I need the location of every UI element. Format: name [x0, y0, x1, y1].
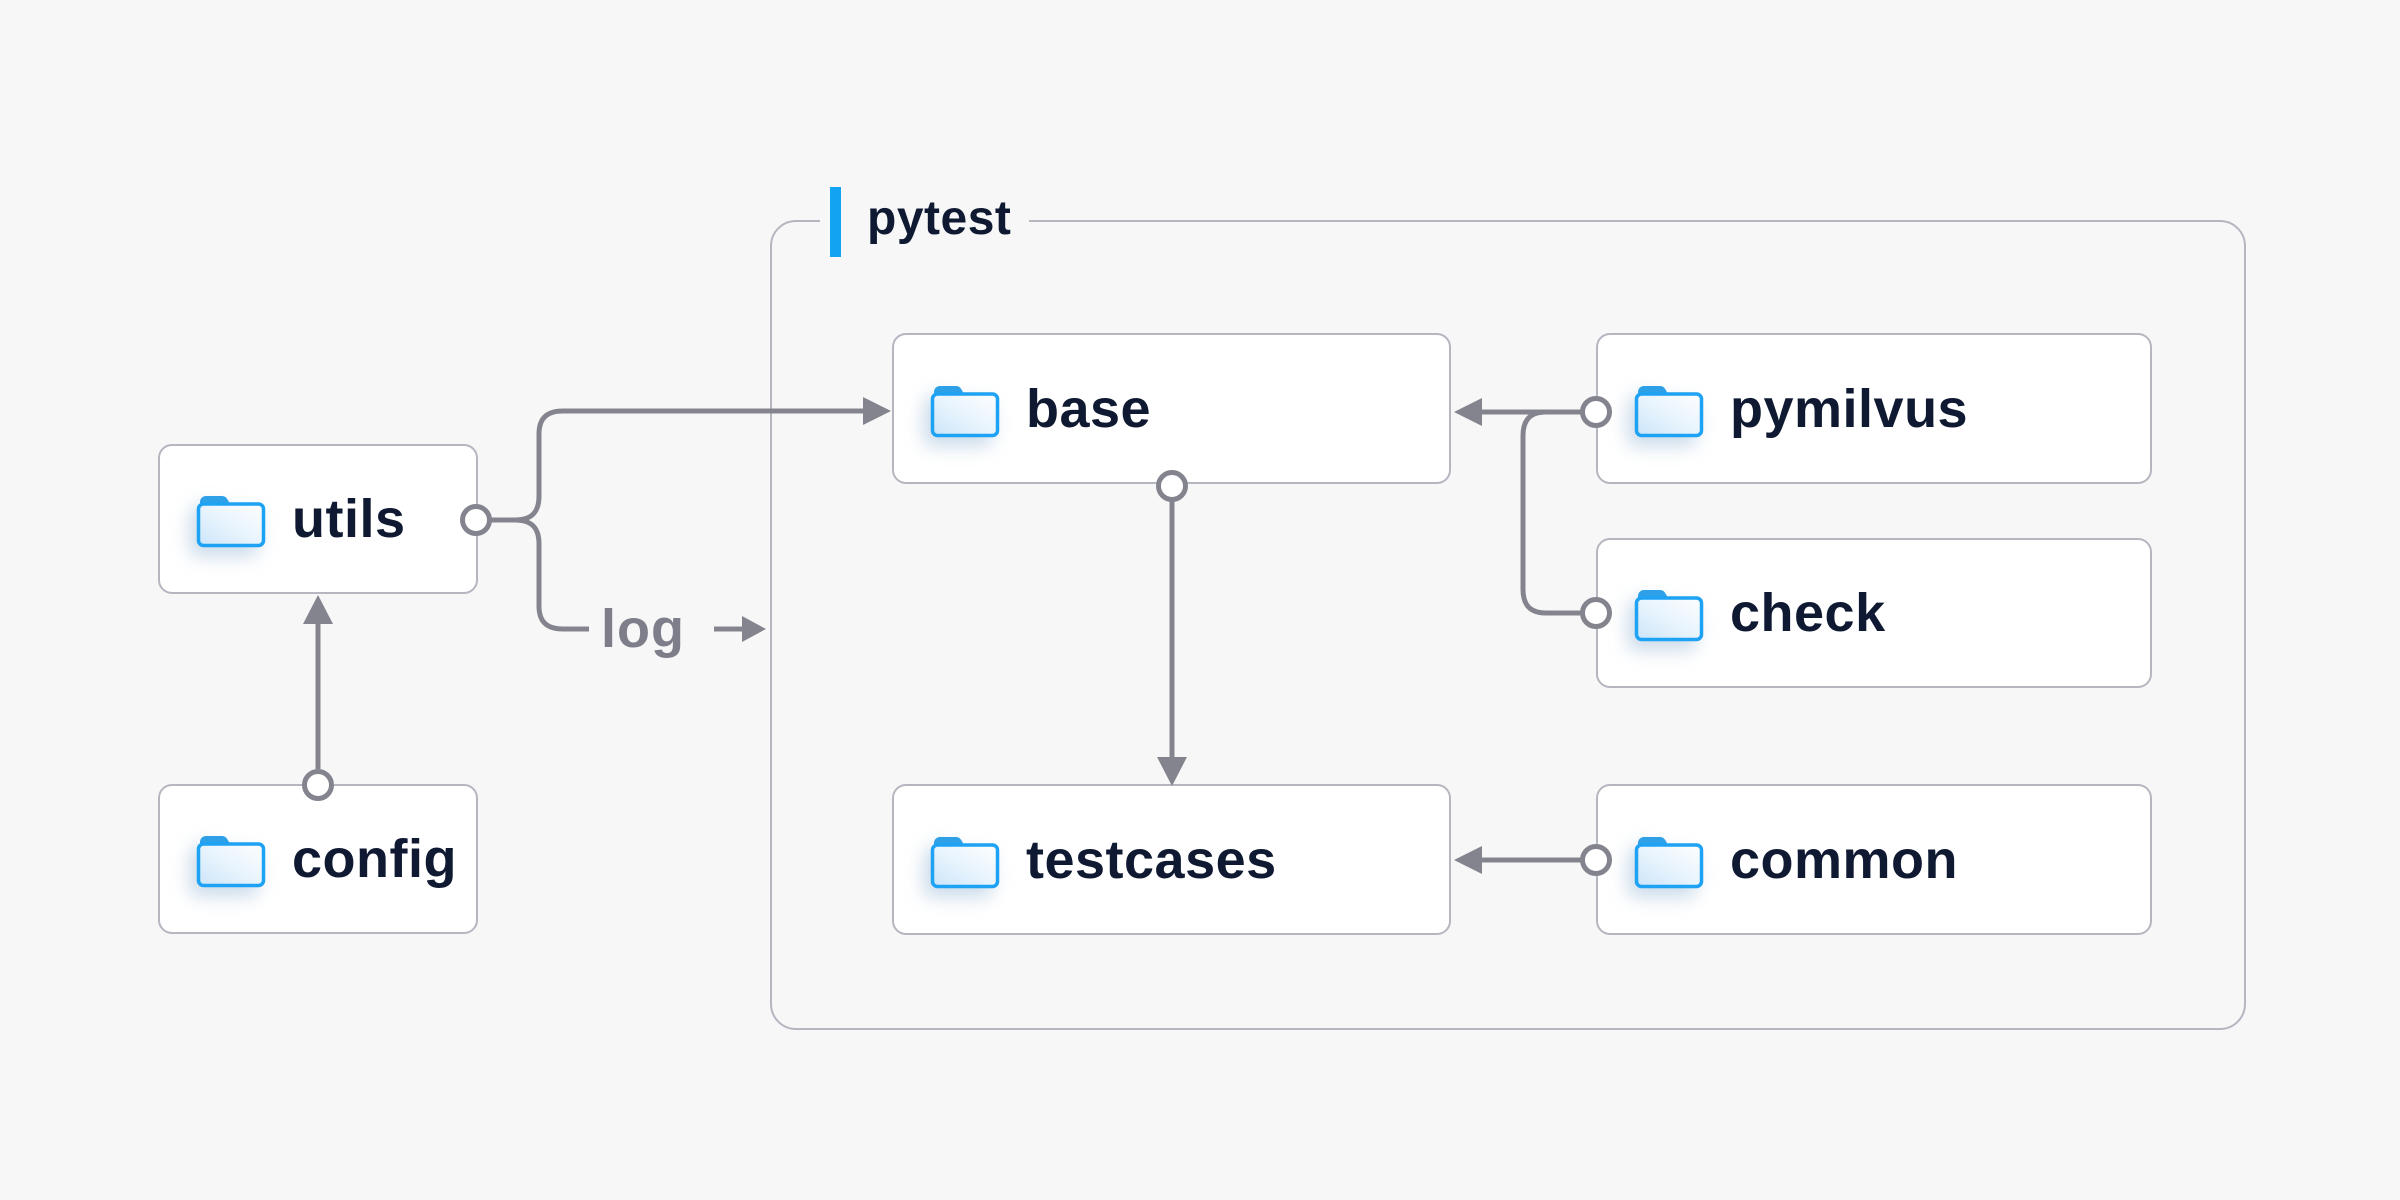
folder-icon — [930, 836, 1000, 888]
pytest-group-label: pytest — [820, 185, 1030, 259]
node-pymilvus: pymilvus — [1596, 333, 2152, 484]
node-config: config — [158, 784, 478, 934]
folder-icon — [196, 496, 266, 548]
node-label: utils — [292, 489, 406, 549]
arrowhead-into-utils — [303, 595, 333, 624]
node-check: check — [1596, 538, 2152, 688]
accent-bar — [830, 187, 841, 257]
folder-icon — [930, 385, 1000, 437]
edge-label-log: log — [601, 599, 685, 659]
node-label: config — [292, 829, 457, 889]
folder-icon — [1634, 836, 1704, 888]
edge-utils-log — [490, 517, 589, 632]
group-title: pytest — [867, 192, 1012, 245]
pytest-group: pytest — [770, 185, 2246, 1030]
node-utils: utils — [158, 444, 478, 594]
node-testcases: testcases — [892, 784, 1451, 935]
folder-icon — [1634, 590, 1704, 642]
node-label: base — [1026, 378, 1152, 439]
node-label: common — [1730, 829, 1959, 890]
node-common: common — [1596, 784, 2152, 935]
arrowhead-log — [742, 616, 766, 642]
node-label: pymilvus — [1730, 378, 1969, 439]
node-label: testcases — [1026, 829, 1277, 890]
folder-icon — [196, 836, 266, 888]
node-base: base — [892, 333, 1451, 484]
folder-icon — [1634, 385, 1704, 437]
node-label: check — [1730, 583, 1886, 643]
